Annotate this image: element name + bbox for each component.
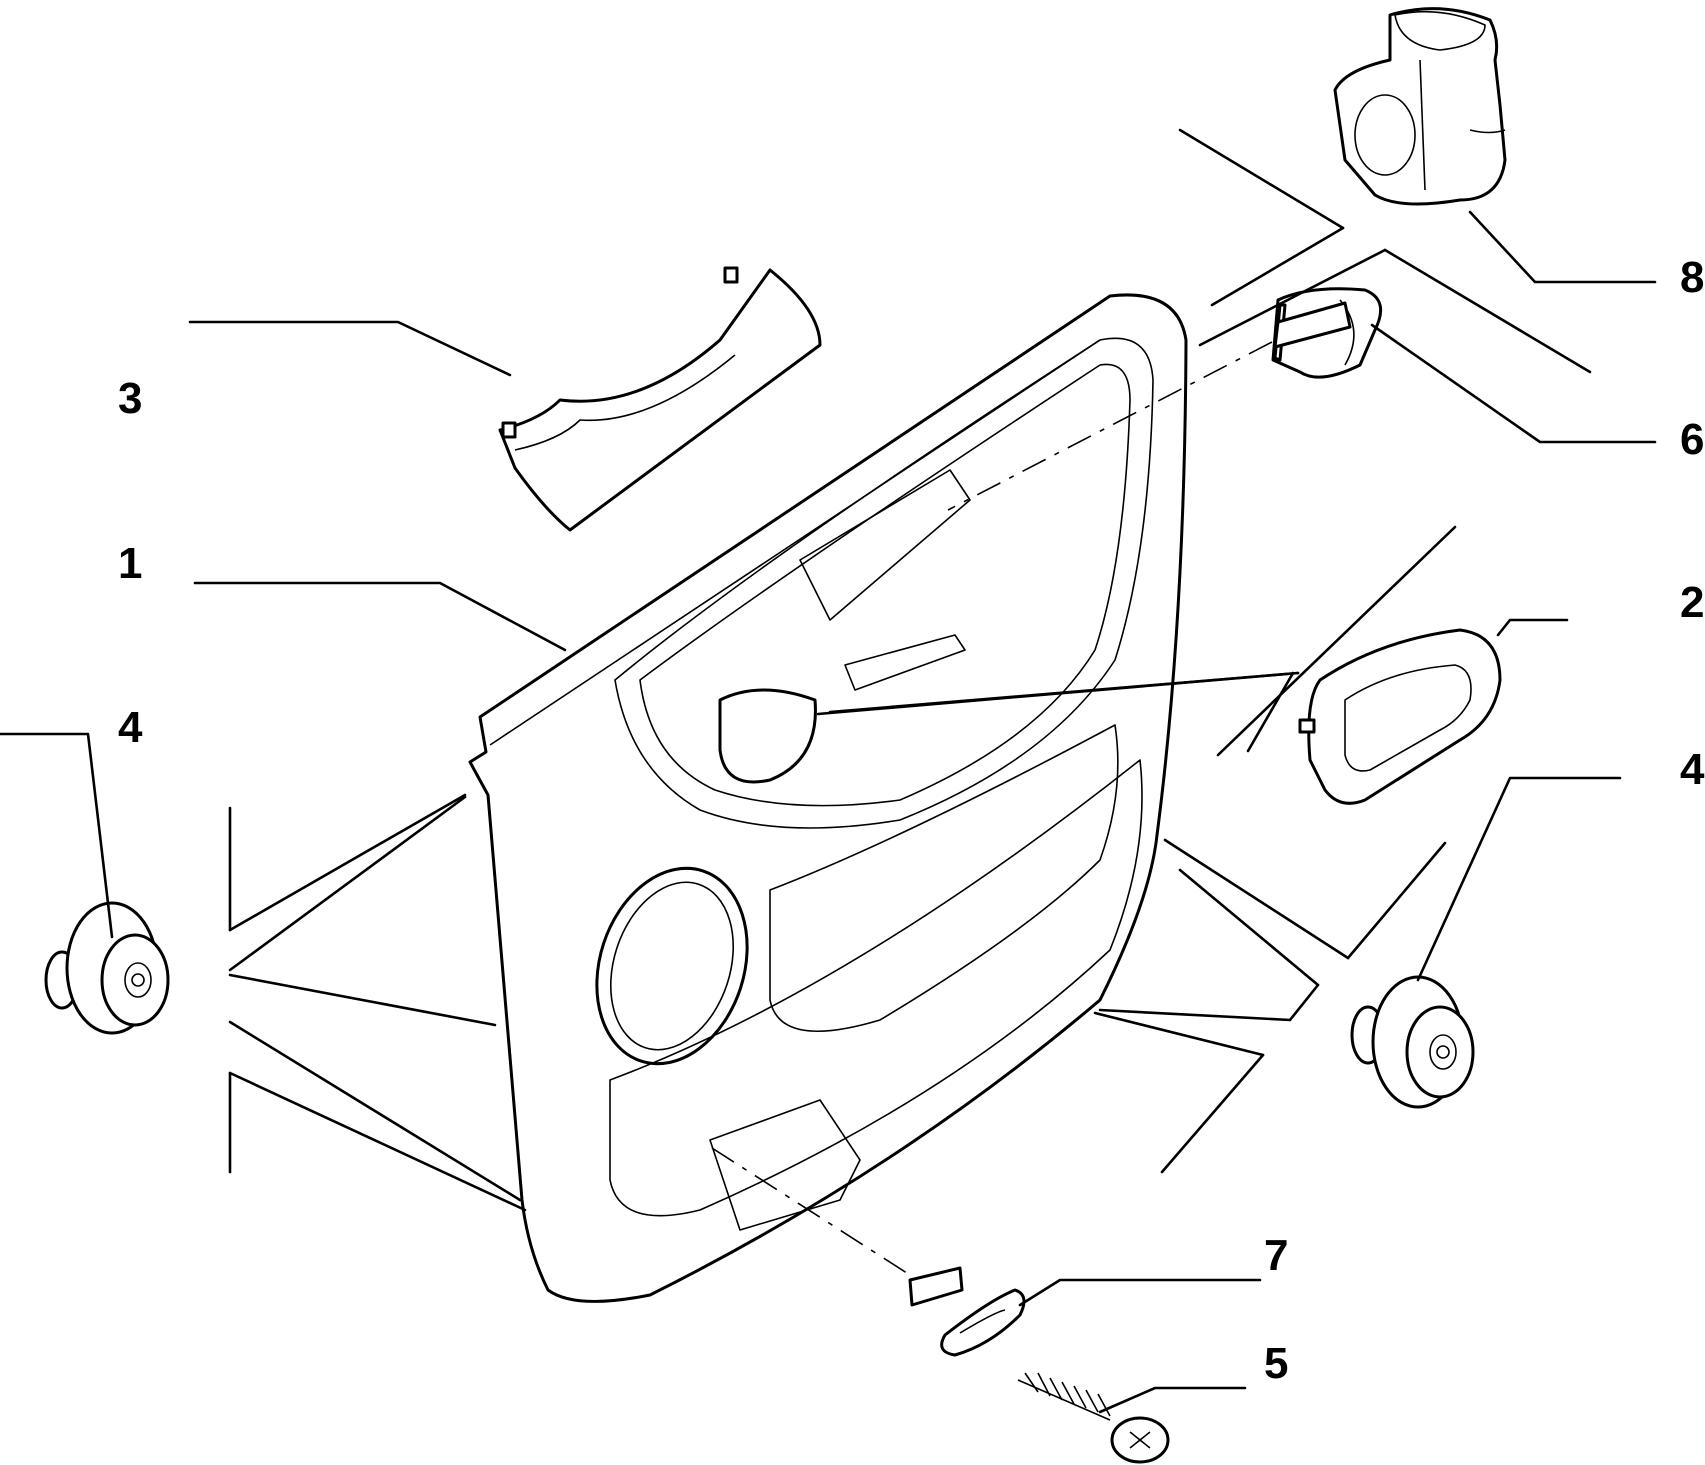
callout-labels: 1 2 3 4 4 5 6 7 8: [118, 253, 1705, 1388]
leader-lines: [0, 128, 1657, 1414]
callout-4-right: 4: [1680, 745, 1705, 794]
bolt: [1271, 287, 1383, 379]
callout-8: 8: [1680, 253, 1704, 302]
pocket-insert: [908, 1266, 1026, 1357]
connector-block: [1333, 7, 1507, 206]
upper-trim-strip: [498, 266, 822, 532]
screw: [1017, 1372, 1170, 1464]
callout-4-left: 4: [118, 703, 143, 752]
callout-1: 1: [118, 539, 142, 588]
callout-2: 2: [1680, 578, 1704, 627]
door-trim-panel: [468, 293, 1188, 1303]
push-clip-left: [44, 901, 170, 1035]
door-handle-bezel: [1298, 628, 1502, 805]
callout-6: 6: [1680, 415, 1704, 464]
callout-7: 7: [1264, 1231, 1288, 1280]
push-clip-right: [1350, 975, 1475, 1109]
callout-3: 3: [118, 374, 142, 423]
callout-5: 5: [1264, 1339, 1288, 1388]
